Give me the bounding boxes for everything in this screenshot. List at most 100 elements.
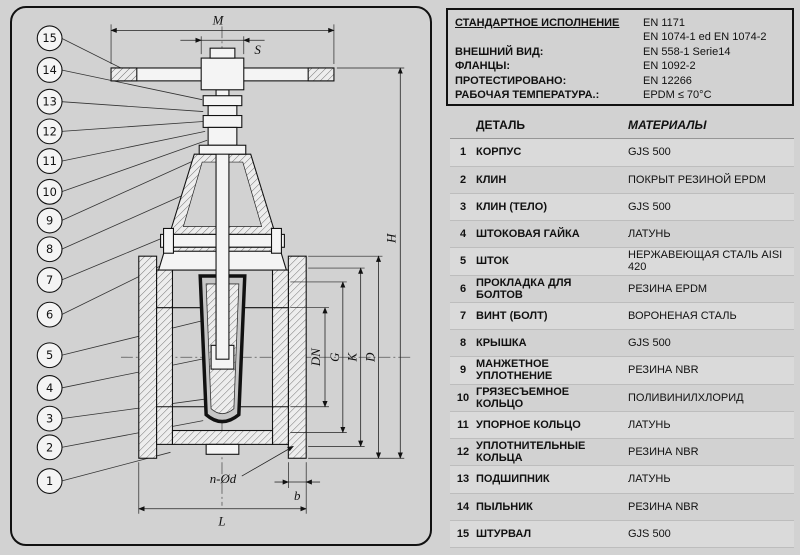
callout-13: 13 <box>36 88 63 115</box>
part-name: ПРОКЛАДКА ДЛЯ БОЛТОВ <box>476 276 572 301</box>
svg-text:7: 7 <box>46 273 53 287</box>
callout-4: 4 <box>36 375 63 401</box>
dim-label-K: K <box>346 352 360 363</box>
part-material: РЕЗИНА NBR <box>628 364 699 377</box>
parts-row-11: 11 УПОРНОЕ КОЛЬЦО ЛАТУНЬ <box>450 411 794 439</box>
dimension-G: G <box>290 281 347 434</box>
spec-label: ПРОТЕСТИРОВАНО: <box>455 74 567 87</box>
parts-row-15: 15 ШТУРВАЛ GJS 500 <box>450 520 794 548</box>
parts-row-2: 2 КЛИН ПОКРЫТ РЕЗИНОЙ EPDM <box>450 167 794 194</box>
dimension-DN: DN <box>290 307 329 408</box>
spec-row: ФЛАНЦЫ: EN 1092-2 <box>455 59 786 73</box>
part-material: GJS 500 <box>628 337 671 350</box>
part-name: КОРПУС <box>476 146 522 159</box>
callout-9: 9 <box>36 207 63 234</box>
part-material: РЕЗИНА EPDM <box>628 282 708 295</box>
svg-text:9: 9 <box>46 213 53 227</box>
spec-row: ВНЕШНИЙ ВИД: EN 558-1 Serie14 <box>455 45 786 59</box>
spec-value: EN 1092-2 <box>643 60 696 73</box>
part-name: КРЫШКА <box>476 337 527 350</box>
svg-text:14: 14 <box>42 63 56 77</box>
spec-value: EN 1074-1 ed EN 1074-2 <box>643 31 767 44</box>
dim-label-b: b <box>294 489 301 503</box>
part-num: 10 <box>456 391 470 404</box>
callout-11: 11 <box>36 148 63 175</box>
callout-12: 12 <box>36 118 63 145</box>
part-num: 2 <box>459 173 467 186</box>
valve-body-drawing <box>138 246 307 459</box>
part-num: 4 <box>459 228 467 241</box>
part-material: ПОКРЫТ РЕЗИНОЙ EPDM <box>628 173 766 186</box>
parts-table: ДЕТАЛЬ МАТЕРИАЛЫ 1 КОРПУС GJS 500 2 КЛИН… <box>450 112 794 548</box>
parts-row-8: 8 КРЫШКА GJS 500 <box>450 330 794 358</box>
dim-label-M: M <box>212 13 225 27</box>
callout-1: 1 <box>36 468 63 494</box>
parts-row-3: 3 КЛИН (ТЕЛО) GJS 500 <box>450 193 794 221</box>
part-name: ПОДШИПНИК <box>476 473 550 486</box>
callout-6: 6 <box>36 301 63 328</box>
part-name: КЛИН <box>476 173 507 186</box>
part-num: 3 <box>459 200 467 213</box>
svg-text:11: 11 <box>42 154 56 168</box>
parts-row-7: 7 ВИНТ (БОЛТ) ВОРОНЕНАЯ СТАЛЬ <box>450 302 794 330</box>
valve-drawing: M S H D K <box>36 13 411 529</box>
spec-value: EPDM ≤ 70°C <box>643 89 712 102</box>
svg-text:6: 6 <box>46 308 53 322</box>
spec-row: EN 1074-1 ed EN 1074-2 <box>455 30 786 44</box>
part-name: ШТУРВАЛ <box>476 527 532 540</box>
parts-row-14: 14 ПЫЛЬНИК РЕЗИНА NBR <box>450 494 794 521</box>
part-name: ПЫЛЬНИК <box>476 500 533 513</box>
part-num: 15 <box>456 527 470 540</box>
part-material: ВОРОНЕНАЯ СТАЛЬ <box>628 309 737 322</box>
callouts: 15 14 13 12 11 10 <box>36 25 63 494</box>
dim-label-G: G <box>328 352 342 362</box>
parts-row-1: 1 КОРПУС GJS 500 <box>450 139 794 167</box>
spec-row: РАБОЧАЯ ТЕМПЕРАТУРА.: EPDM ≤ 70°C <box>455 88 786 102</box>
part-material: ПОЛИВИНИЛХЛОРИД <box>628 391 744 404</box>
part-material: НЕРЖАВЕЮЩАЯ СТАЛЬ AISI 420 <box>628 249 783 274</box>
dim-label-L: L <box>217 515 225 529</box>
dimension-K: K <box>308 267 365 448</box>
dim-label-S: S <box>254 43 261 57</box>
parts-row-9: 9 МАНЖЕТНОЕ УПЛОТНЕНИЕ РЕЗИНА NBR <box>450 357 794 385</box>
svg-text:13: 13 <box>42 95 56 109</box>
part-num: 8 <box>459 337 467 350</box>
spec-value: EN 558-1 Serie14 <box>643 45 731 58</box>
valve-drawing-panel: M S H D K <box>10 6 432 546</box>
spec-row: ПРОТЕСТИРОВАНО: EN 12266 <box>455 74 786 88</box>
dimension-D: D <box>308 255 383 459</box>
parts-row-10: 10 ГРЯЗЕСЪЕМНОЕ КОЛЬЦО ПОЛИВИНИЛХЛОРИД <box>450 385 794 412</box>
parts-row-4: 4 ШТОКОВАЯ ГАЙКА ЛАТУНЬ <box>450 221 794 249</box>
dim-label-D: D <box>364 352 378 363</box>
spec-label: РАБОЧАЯ ТЕМПЕРАТУРА.: <box>455 89 600 102</box>
svg-text:1: 1 <box>46 474 53 488</box>
svg-text:2: 2 <box>46 440 53 454</box>
callout-2: 2 <box>36 434 63 461</box>
part-name: ВИНТ (БОЛТ) <box>476 309 548 322</box>
parts-row-6: 6 ПРОКЛАДКА ДЛЯ БОЛТОВ РЕЗИНА EPDM <box>450 276 794 303</box>
callout-14: 14 <box>36 57 63 83</box>
parts-row-5: 5 ШТОК НЕРЖАВЕЮЩАЯ СТАЛЬ AISI 420 <box>450 248 794 276</box>
header-detail: ДЕТАЛЬ <box>476 118 525 133</box>
svg-text:5: 5 <box>46 348 53 362</box>
dim-label-DN: DN <box>309 347 323 367</box>
part-num: 11 <box>457 418 469 431</box>
part-material: ЛАТУНЬ <box>628 228 671 241</box>
dimension-S: S <box>180 36 265 57</box>
svg-text:15: 15 <box>42 31 56 45</box>
part-name: МАНЖЕТНОЕ УПЛОТНЕНИЕ <box>476 358 553 383</box>
part-material: РЕЗИНА NBR <box>628 446 699 459</box>
spec-label: ФЛАНЦЫ: <box>455 60 511 73</box>
dim-label-H: H <box>384 233 398 244</box>
part-material: GJS 500 <box>628 200 671 213</box>
part-num: 1 <box>459 146 467 159</box>
parts-row-13: 13 ПОДШИПНИК ЛАТУНЬ <box>450 466 794 494</box>
callout-8: 8 <box>36 236 63 263</box>
dimension-H: H <box>308 67 405 459</box>
part-material: ЛАТУНЬ <box>628 473 671 486</box>
part-name: ШТОКОВАЯ ГАЙКА <box>476 228 580 241</box>
callout-5: 5 <box>36 342 63 369</box>
spec-row: СТАНДАРТНОЕ ИСПОЛНЕНИЕ EN 1171 <box>455 16 786 30</box>
dimension-L: L <box>138 462 307 529</box>
